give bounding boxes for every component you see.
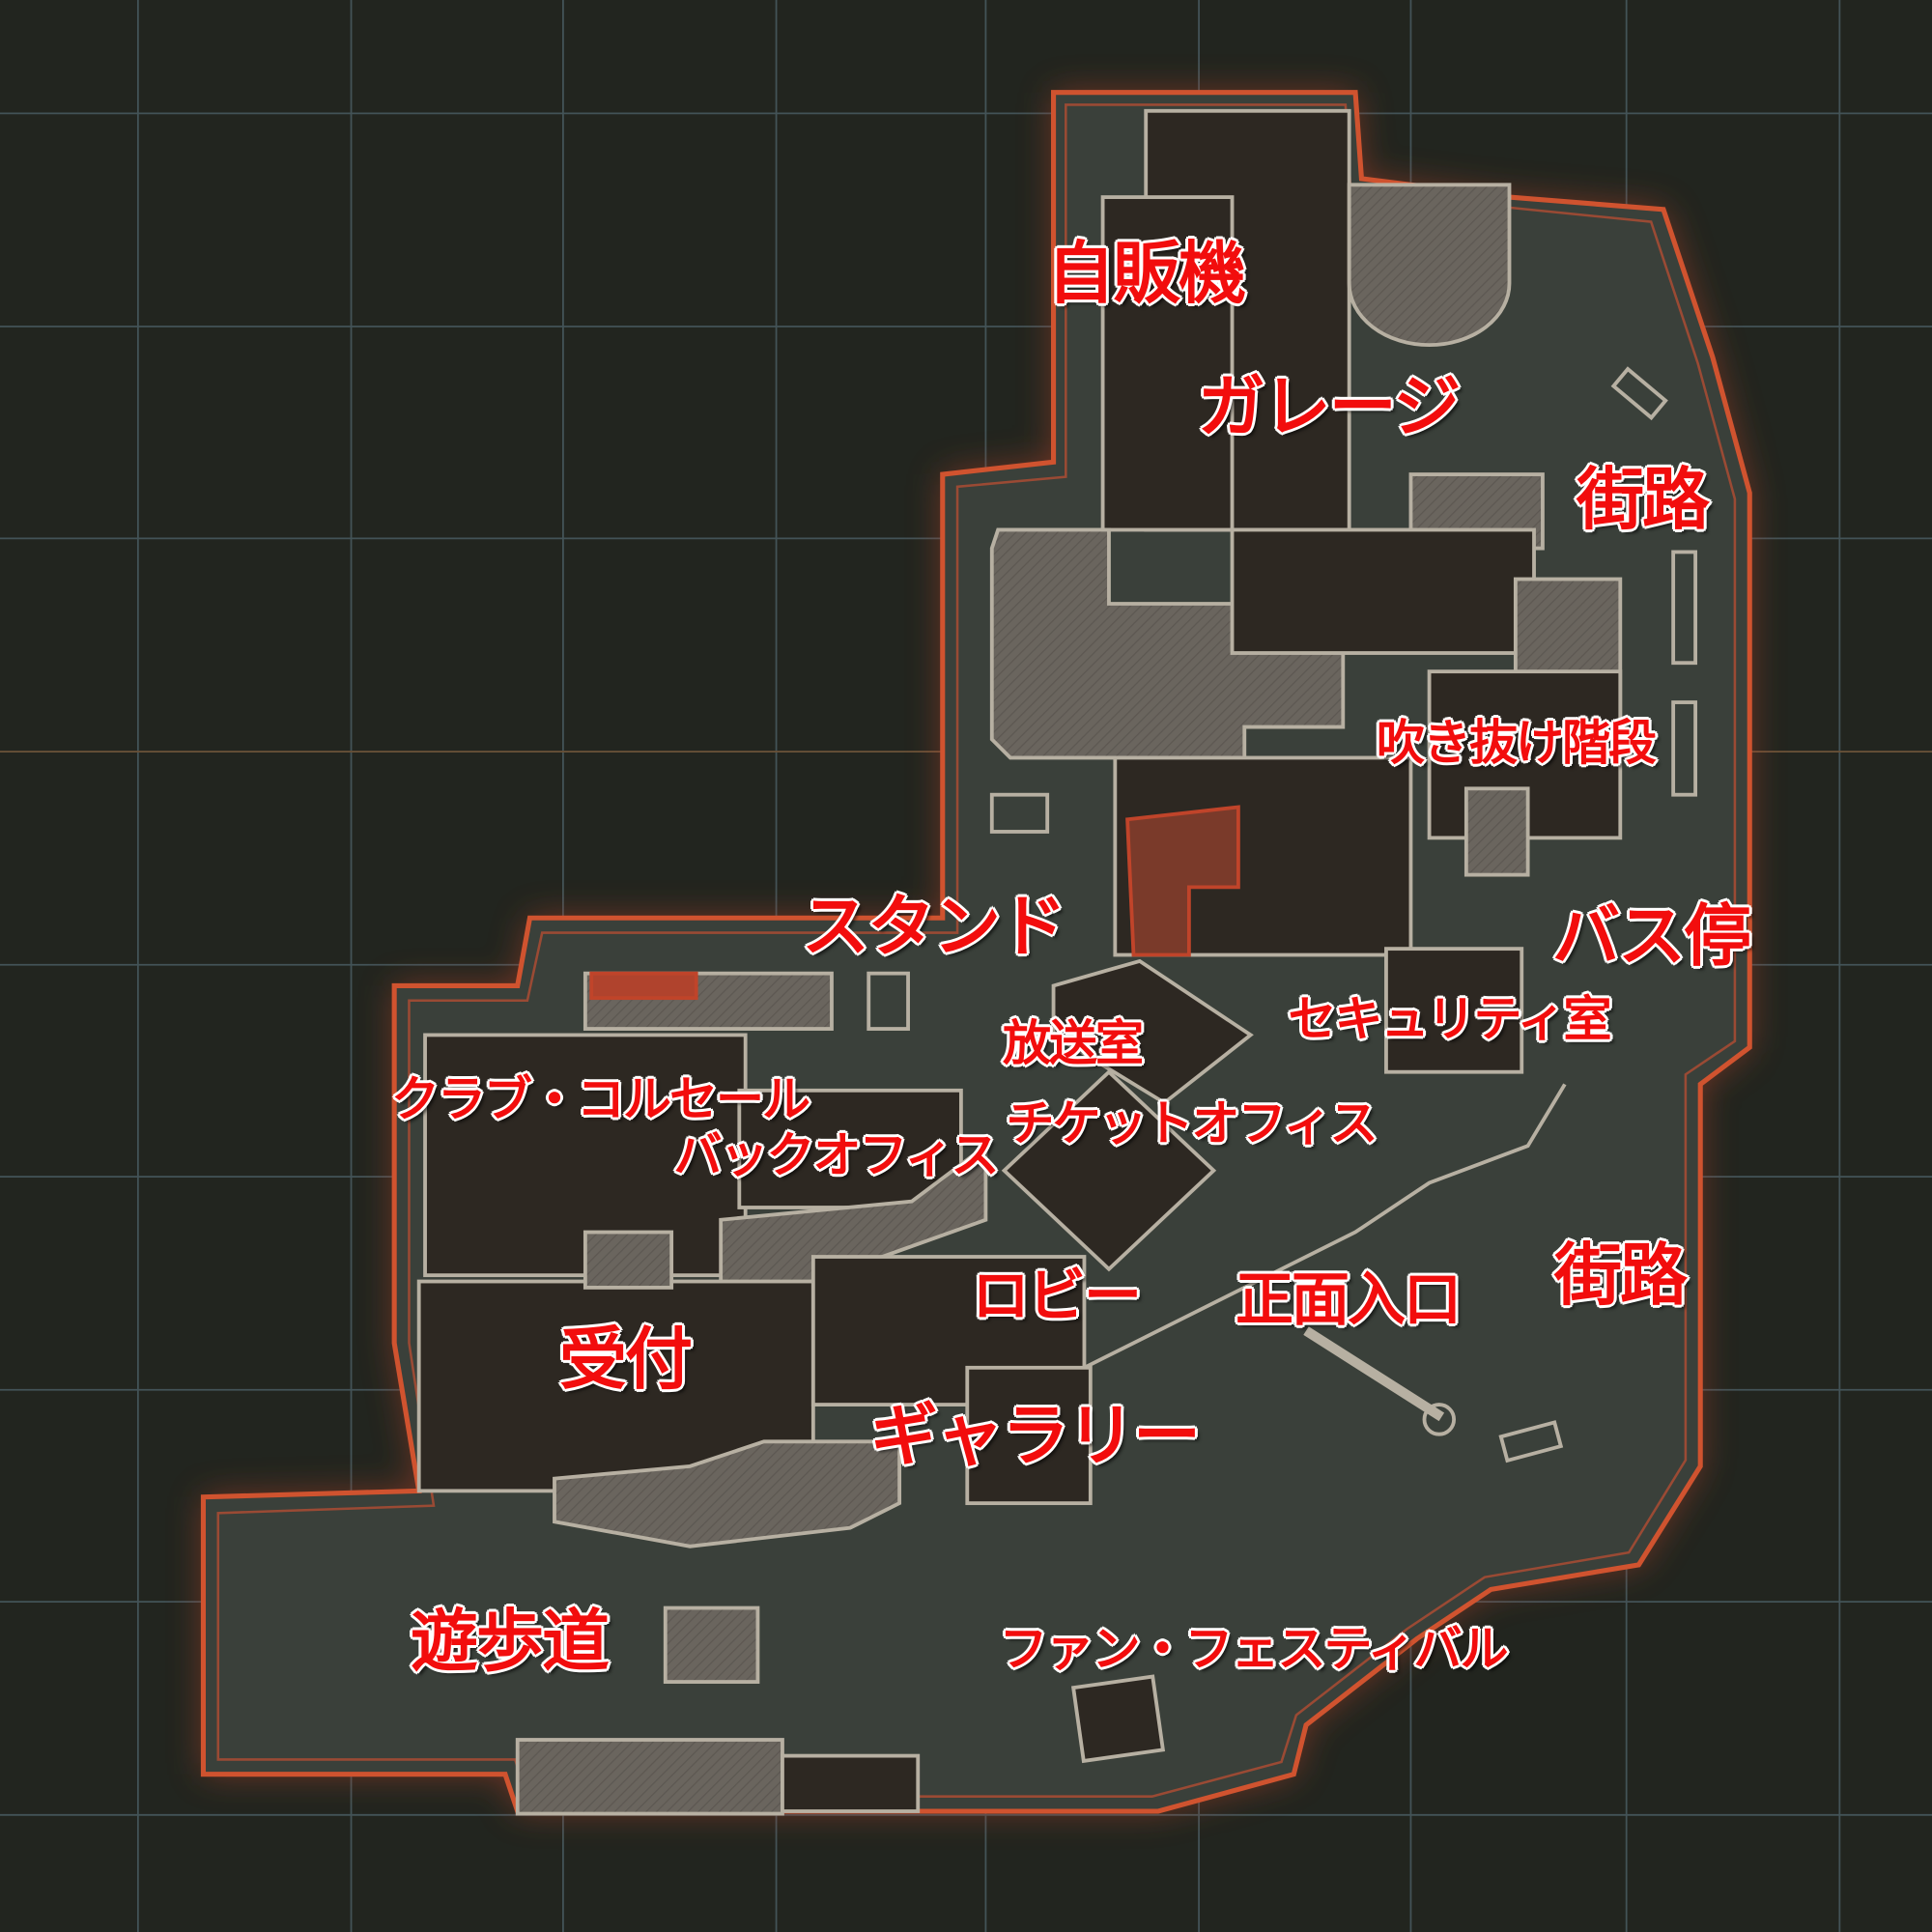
label-gallery: ギャラリー [870,1396,1201,1475]
label-lobby: ロビー [972,1263,1142,1330]
label-street-east: 街路 [1554,1236,1688,1315]
label-street-north: 街路 [1577,460,1710,539]
label-broadcast-room: 放送室 [1003,1015,1144,1071]
label-reception: 受付 [559,1320,693,1399]
label-bus-stop: バス停 [1552,896,1751,976]
label-main-entrance: 正面入口 [1236,1266,1462,1334]
label-garage: ガレージ [1197,367,1462,446]
label-stand: スタンド [802,887,1066,966]
label-vending: 自販機 [1047,234,1246,313]
label-promenade: 遊歩道 [411,1602,610,1681]
label-back-office: バックオフィス [673,1127,1000,1183]
label-club-corsair: クラブ・コルセール [391,1071,810,1127]
label-atrium-stairs: 吹き抜け階段 [1377,715,1657,771]
label-security-room: セキュリティ室 [1288,991,1612,1047]
label-ticket-office: チケットオフィス [1006,1095,1378,1151]
label-fan-festival: ファン・フェスティバル [999,1621,1509,1677]
buildings [416,108,1698,1816]
